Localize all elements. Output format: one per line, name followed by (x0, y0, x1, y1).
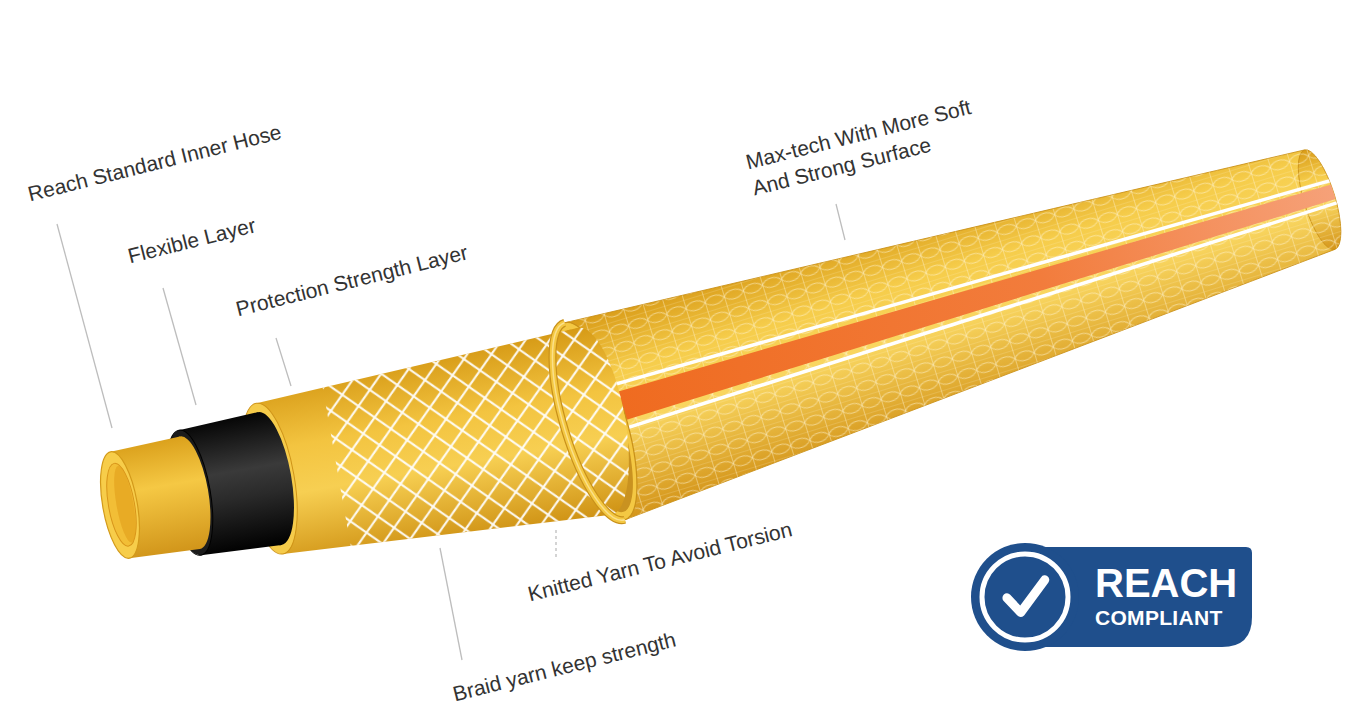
leader-line (440, 548, 462, 660)
callout-anchor: Knitted Yarn To Avoid Torsion (525, 515, 795, 607)
compliance-badge: REACHCOMPLIANT (975, 547, 1252, 647)
leader-line (276, 338, 291, 386)
rim-highlight (535, 323, 625, 529)
check-mark (1007, 580, 1045, 613)
callout-label: Braid yarn keep strength (450, 626, 679, 708)
callout-anchor: Max-tech With More Soft And Strong Surfa… (743, 89, 999, 202)
leader-line (57, 224, 112, 428)
inner-layers (249, 297, 653, 597)
rim-band (535, 323, 625, 529)
inner-layers-front (90, 399, 307, 583)
callout-label: Protection Strength Layer (233, 238, 471, 322)
leader-line (836, 204, 845, 240)
flexible-layer-end (237, 408, 303, 548)
inner-hose-face (94, 449, 147, 561)
inner-hose-end (162, 433, 218, 552)
rim-edge (535, 323, 625, 529)
callout-label: Flexible Layer (125, 211, 258, 269)
braid-yarn (316, 297, 653, 585)
white-line (586, 165, 1336, 407)
outer-jacket (524, 88, 1360, 538)
badge-title: REACH (1095, 561, 1238, 605)
leader-line (555, 530, 556, 560)
callout-label: Reach Standard Inner Hose (25, 118, 284, 207)
badge-subtitle: COMPLIANT (1095, 605, 1238, 631)
jacket-mesh (524, 88, 1360, 538)
bore-shadow (110, 464, 140, 544)
jacket-rim-front (535, 323, 625, 529)
callout-anchor: Reach Standard Inner Hose (25, 118, 284, 207)
callout-anchor: Flexible Layer (125, 211, 258, 269)
callout-anchor: Braid yarn keep strength (450, 626, 679, 708)
callout-label: Knitted Yarn To Avoid Torsion (525, 515, 795, 607)
callout-anchor: Protection Strength Layer (233, 238, 471, 322)
leader-line (163, 288, 196, 405)
white-line (597, 201, 1345, 437)
badge-circle (971, 543, 1079, 651)
hose-bore (101, 461, 141, 548)
callout-label: Max-tech With More Soft And Strong Surfa… (743, 89, 999, 202)
badge-ring (982, 554, 1068, 640)
leader-lines (57, 204, 845, 660)
